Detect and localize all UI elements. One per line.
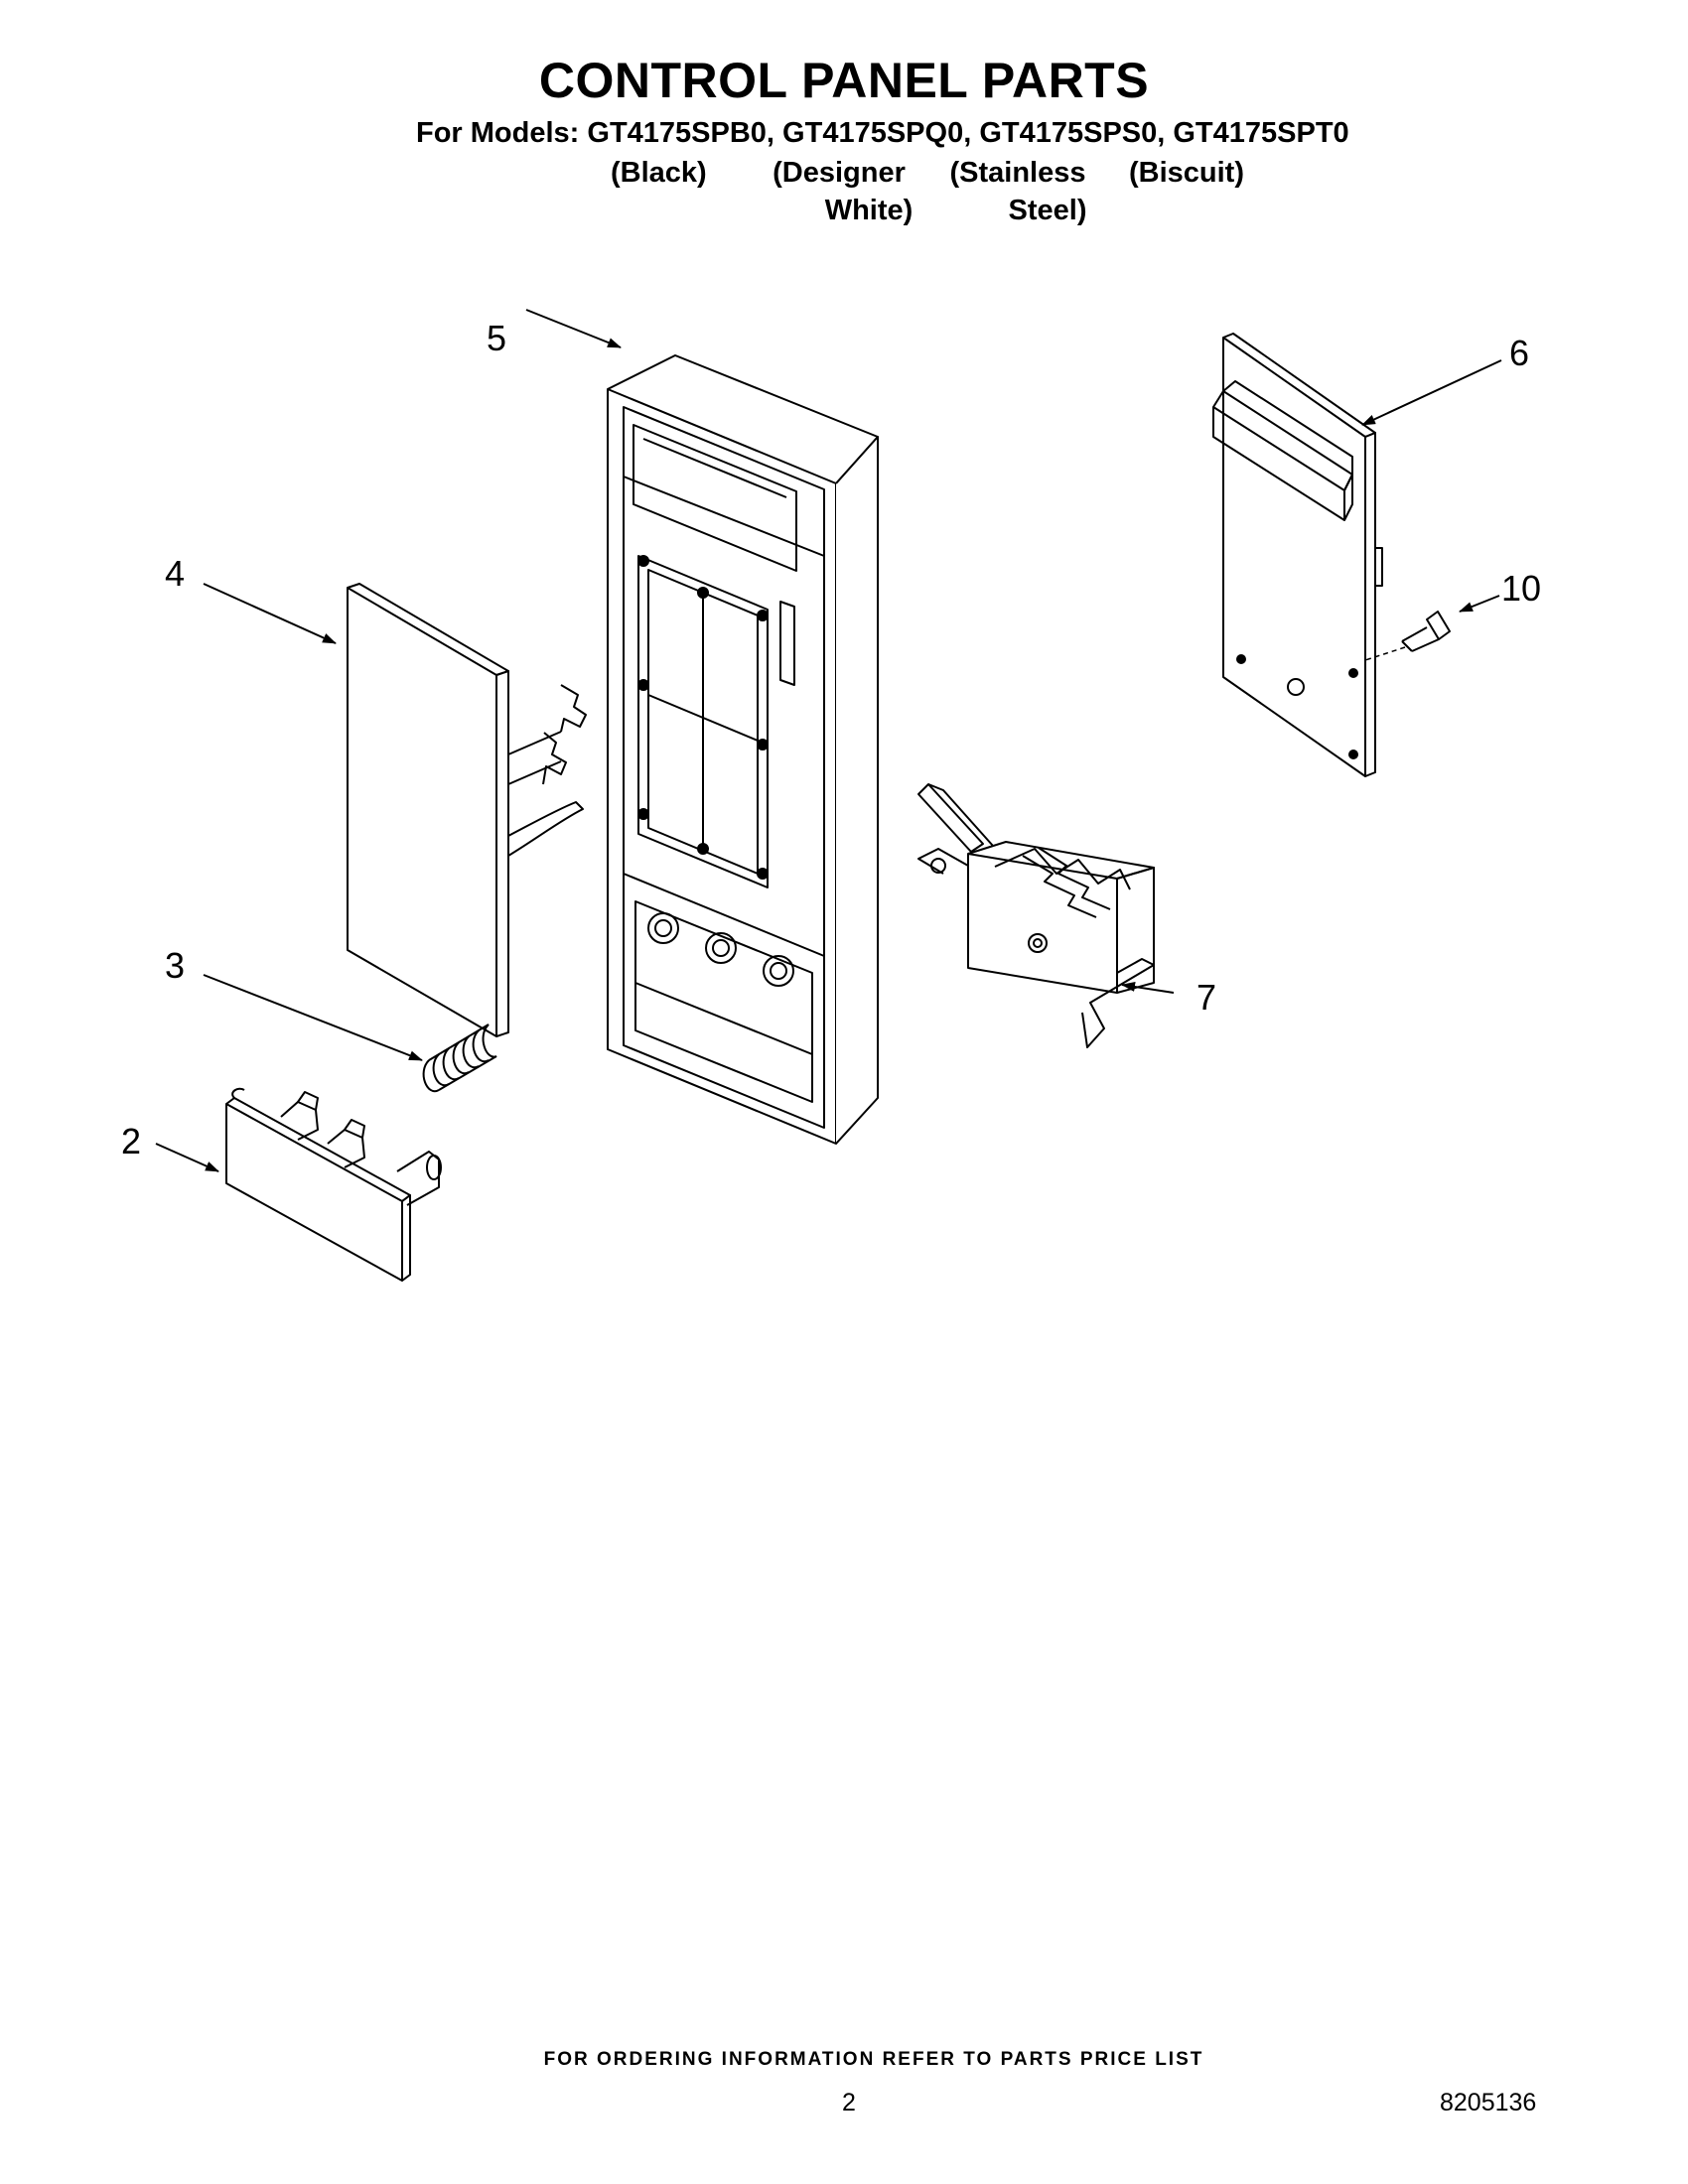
callout-3: 3: [165, 945, 185, 986]
part-3-spring: [422, 1024, 497, 1093]
part-4-touch-keypad: [347, 583, 587, 1037]
callout-4: 4: [165, 553, 185, 594]
variant-biscuit: (Biscuit): [1122, 154, 1251, 192]
page-number: 2: [842, 2089, 856, 2116]
variant-stainless-steel: (Stainless Steel): [943, 154, 1092, 229]
variant-stainless-line2: Steel): [1008, 195, 1087, 226]
document-number: 8205136: [1440, 2089, 1537, 2116]
part-7-door-latch-lever: [917, 783, 1155, 1048]
variant-designer-line2: White): [824, 195, 914, 226]
page-title: CONTROL PANEL PARTS: [538, 53, 1150, 108]
part-5-control-panel-frame: [607, 354, 879, 1145]
variant-designer-line1: (Designer: [773, 157, 906, 189]
ordering-note: FOR ORDERING INFORMATION REFER TO PARTS …: [543, 2049, 1204, 2070]
callout-2: 2: [121, 1121, 141, 1161]
callout-5: 5: [487, 318, 506, 358]
variant-biscuit-line1: (Biscuit): [1129, 157, 1244, 189]
models-line: For Models: GT4175SPB0, GT4175SPQ0, GT41…: [416, 117, 1349, 149]
callout-7: 7: [1196, 977, 1216, 1018]
variant-black-line1: (Black): [611, 157, 707, 189]
callout-6: 6: [1509, 333, 1529, 373]
part-2-door-button: [225, 1087, 442, 1282]
variant-black: (Black): [611, 154, 707, 192]
variant-designer-white: (Designer White): [765, 154, 914, 229]
callout-leaders: [155, 309, 1502, 1172]
callout-10: 10: [1501, 568, 1541, 609]
part-10-screw: [1364, 611, 1451, 661]
variant-stainless-line1: (Stainless: [949, 157, 1086, 189]
part-6-control-board: [1212, 333, 1383, 777]
